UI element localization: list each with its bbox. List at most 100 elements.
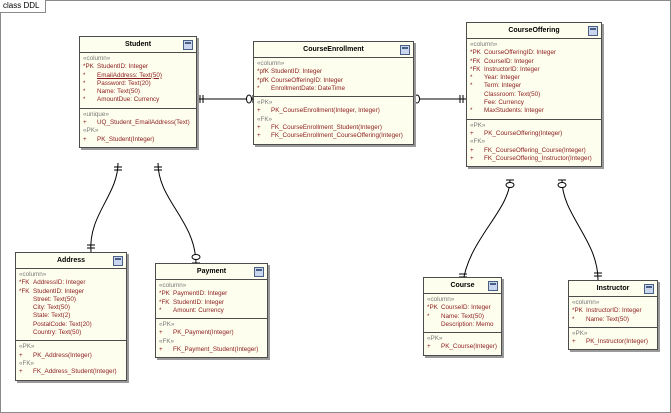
column-row: Description: Memo (441, 320, 494, 328)
column-row: State: Text(2) (33, 312, 71, 320)
operation-row: +FK_CourseOffering_Course(Integer) (470, 146, 586, 154)
column-row: *EmailAddress: Text(50) (83, 71, 162, 79)
operations-section: «PK» +PK_Payment(Integer) «FK» +FK_Payme… (156, 319, 267, 357)
operation-row: +PK_Instructor(Integer) (572, 338, 648, 346)
operation-row: +FK_CourseEnrollment_CourseOffering(Inte… (257, 132, 403, 140)
class-icon (113, 256, 123, 266)
stereotype-label: «column» (83, 55, 111, 62)
stereotype-label: «PK» (19, 343, 35, 351)
column-row: Country: Text(50) (33, 329, 82, 337)
column-row: *Amount: Currency (159, 306, 224, 314)
operations-section: «PK» +PK_CourseEnrollment(Integer, Integ… (254, 97, 413, 143)
column-row: *Year: Integer (470, 74, 520, 82)
class-title: CourseOffering (508, 27, 560, 34)
operations-section: «unique» +UQ_Student_EmailAddress(Text) … (80, 109, 196, 147)
column-row: *Name: Text(50) (572, 315, 629, 323)
stereotype-label: «column» (572, 299, 600, 306)
stereotype-label: «PK» (427, 335, 443, 343)
operations-section: «PK» +PK_CourseOffering(Integer) «FK» +F… (467, 120, 601, 166)
stereotype-label: «column» (427, 296, 455, 303)
stereotype-label: «FK» (19, 359, 35, 367)
operation-row: +PK_CourseEnrollment(Integer, Integer) (257, 107, 380, 115)
column-row: Classroom: Text(50) (484, 90, 541, 98)
column-row: *EnrollmentDate: DateTime (257, 84, 345, 92)
class-title: Course (450, 282, 475, 289)
column-row: City: Text(50) (33, 304, 70, 312)
column-row: *Password: Text(20) (83, 79, 151, 87)
column-row: PostalCode: Text(20) (33, 320, 92, 328)
class-title: CourseEnrollment (303, 46, 364, 53)
stereotype-label: «PK» (572, 329, 588, 337)
link-student-payment (157, 162, 197, 264)
class-title: Instructor (596, 285, 630, 292)
operations-section: «PK» +PK_Instructor(Integer) (569, 328, 657, 350)
class-title: Address (56, 257, 85, 264)
link-offering-course (462, 179, 511, 284)
operation-row: +PK_Student(Integer) (83, 135, 155, 143)
class-icon (644, 284, 654, 294)
column-row: *Term: Integer (470, 82, 522, 90)
operation-row: +PK_Payment(Integer) (159, 329, 234, 337)
link-student-address (90, 162, 119, 253)
class-icon (400, 45, 410, 55)
class-icon (254, 267, 264, 277)
column-row: *AmountDue: Currency (83, 96, 160, 104)
operations-section: «PK» +PK_Address(Integer) «FK» +FK_Addre… (16, 341, 126, 379)
column-row: *Name: Text(50) (427, 312, 484, 320)
stereotype-label: «PK» (470, 121, 486, 129)
column-row: Fee: Currency (484, 99, 524, 107)
operations-section: «PK» +PK_Course(Integer) (424, 333, 501, 355)
stereotype-label: «PK» (257, 99, 273, 107)
stereotype-label: «FK» (257, 115, 273, 123)
stereotype-label: «column» (159, 282, 187, 289)
class-title: Student (124, 41, 152, 48)
stereotype-label: «unique» (83, 110, 109, 118)
operation-row: +FK_Address_Student(Integer) (19, 368, 117, 376)
column-row: *MaxStudents: Integer (470, 107, 544, 115)
frame-label: class DDL (0, 0, 47, 13)
stereotype-label: «column» (257, 60, 285, 67)
operation-row: +FK_Payment_Student(Integer) (159, 346, 259, 354)
class-icon (488, 281, 498, 291)
stereotype-label: «FK» (470, 138, 486, 146)
column-row: *Name: Text(50) (83, 88, 140, 96)
operation-row: +FK_CourseEnrollment_Student(Integer) (257, 124, 382, 132)
operation-row: +PK_Course(Integer) (427, 343, 497, 351)
stereotype-label: «PK» (159, 321, 175, 329)
stereotype-label: «column» (19, 271, 47, 278)
operation-row: +FK_CourseOffering_Instructor(Integer) (470, 154, 592, 162)
operation-row: +PK_CourseOffering(Integer) (470, 129, 563, 137)
stereotype-label: «FK» (159, 337, 175, 345)
stereotype-label: «PK» (83, 127, 99, 135)
operation-row: +UQ_Student_EmailAddress(Text) (83, 119, 190, 127)
stereotype-label: «column» (470, 41, 498, 48)
class-title: Payment (196, 268, 227, 275)
column-row: Street: Text(50) (33, 295, 76, 303)
